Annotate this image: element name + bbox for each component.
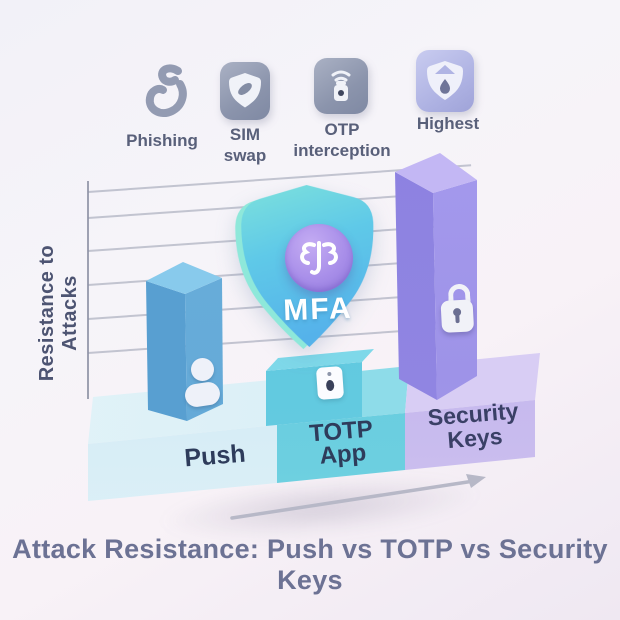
- padlock-keyhole: [455, 314, 460, 324]
- device-dot: [327, 371, 332, 377]
- threat-label-highest: Highest: [416, 114, 480, 133]
- shield-sim-icon: [220, 62, 270, 120]
- person-icon: [191, 358, 214, 381]
- mfa-label: MFA: [282, 291, 354, 328]
- device-speaker: [325, 379, 335, 392]
- otp-token-icon: [314, 58, 368, 114]
- mfa-badge-circle: [285, 224, 353, 292]
- fishhook-icon: [145, 64, 187, 118]
- mfa-knot-icon: [300, 241, 338, 275]
- y-axis-line: [87, 181, 89, 399]
- padlock-icon: [440, 283, 481, 337]
- authenticator-device-icon: [315, 366, 345, 400]
- page-title: Attack Resistance: Push vs TOTP vs Secur…: [12, 534, 608, 595]
- right-arrow-icon: [230, 474, 486, 520]
- shield-keyhole-icon: [416, 50, 474, 112]
- threat-label-phishing: Phishing: [126, 131, 198, 150]
- y-axis-label: Resistance to Attacks: [36, 244, 81, 382]
